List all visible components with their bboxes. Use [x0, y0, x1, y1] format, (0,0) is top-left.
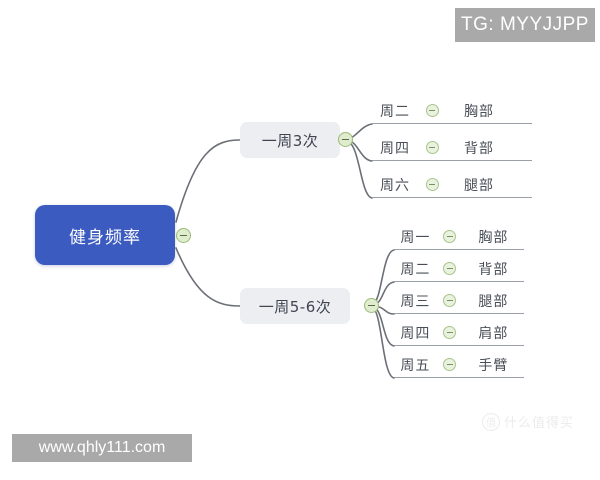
leaf-day-label: 周二 — [380, 103, 410, 120]
leaf-row[interactable]: 周二 背部 — [394, 256, 524, 282]
leaf-toggle-slot — [418, 178, 446, 191]
watermark-smzdm-text: 什么值得买 — [504, 416, 575, 431]
leaf-toggle-slot — [418, 104, 446, 117]
leaf-toggle-slot — [418, 141, 446, 154]
leaf-day-label: 周五 — [400, 357, 431, 374]
collapse-minus-icon-leaf[interactable] — [443, 230, 457, 243]
connector-branch-2-leaf-5 — [371, 307, 395, 379]
collapse-minus-icon-leaf[interactable] — [425, 141, 439, 154]
connector-branch-2-leaf-1 — [371, 249, 395, 305]
leaf-part-label: 手臂 — [478, 357, 509, 374]
collapse-minus-icon-leaf[interactable] — [443, 358, 457, 371]
watermark-smzdm: 值 什么值得买 — [482, 412, 574, 431]
collapse-minus-icon-leaf[interactable] — [443, 294, 457, 307]
leaf-day-label: 周四 — [400, 325, 431, 342]
leaf-part-label: 背部 — [464, 140, 494, 157]
collapse-minus-icon-root[interactable] — [176, 228, 191, 243]
leaf-part-label: 腿部 — [464, 177, 494, 194]
watermark-tg-text: TG: MYYJJPP — [461, 14, 589, 35]
connector-root-to-branch-1 — [175, 139, 241, 223]
collapse-minus-icon-leaf[interactable] — [443, 262, 457, 275]
leaf-part-label: 腿部 — [478, 293, 509, 310]
collapse-minus-icon-leaf[interactable] — [425, 178, 439, 191]
connector-root-to-branch-2 — [175, 247, 241, 307]
leaf-row[interactable]: 周五 手臂 — [394, 352, 524, 378]
branch-node-1[interactable]: 一周3次 — [240, 122, 340, 158]
leaf-toggle-slot — [437, 230, 463, 243]
smzdm-logo-icon: 值 — [482, 412, 500, 431]
leaf-part-label: 胸部 — [464, 103, 494, 120]
collapse-minus-icon-leaf[interactable] — [425, 104, 439, 117]
leaf-toggle-slot — [437, 326, 463, 339]
connector-branch-1-leaf-3 — [345, 140, 373, 199]
root-node[interactable]: 健身频率 — [35, 205, 175, 265]
watermark-tg: TG: MYYJJPP — [455, 8, 595, 42]
leaf-toggle-slot — [437, 294, 463, 307]
collapse-minus-icon-branch-1[interactable] — [338, 132, 353, 147]
leaf-day-label: 周三 — [400, 293, 431, 310]
leaf-day-label: 周一 — [400, 229, 431, 246]
leaf-day-label: 周六 — [380, 177, 410, 194]
leaf-day-label: 周二 — [400, 261, 431, 278]
leaf-row[interactable]: 周六 腿部 — [372, 172, 532, 198]
connector-branch-2-leaf-4 — [371, 306, 395, 347]
branch-node-1-label: 一周3次 — [261, 131, 319, 150]
branch-node-2[interactable]: 一周5-6次 — [240, 288, 350, 324]
leaf-row[interactable]: 周三 腿部 — [394, 288, 524, 314]
leaf-row[interactable]: 周一 胸部 — [394, 224, 524, 250]
branch-node-2-label: 一周5-6次 — [258, 297, 332, 316]
watermark-site-text: www.qhly111.com — [38, 439, 166, 456]
leaf-toggle-slot — [437, 262, 463, 275]
leaf-part-label: 背部 — [478, 261, 509, 278]
leaf-part-label: 胸部 — [478, 229, 509, 246]
collapse-minus-icon-branch-2[interactable] — [364, 298, 379, 313]
leaf-part-label: 肩部 — [478, 325, 509, 342]
leaf-toggle-slot — [437, 358, 463, 371]
root-node-label: 健身频率 — [69, 227, 141, 248]
leaf-row[interactable]: 周四 背部 — [372, 135, 532, 161]
leaf-day-label: 周四 — [380, 140, 410, 157]
leaf-row[interactable]: 周二 胸部 — [372, 98, 532, 124]
leaf-row[interactable]: 周四 肩部 — [394, 320, 524, 346]
watermark-site: www.qhly111.com — [12, 434, 192, 462]
collapse-minus-icon-leaf[interactable] — [443, 326, 457, 339]
